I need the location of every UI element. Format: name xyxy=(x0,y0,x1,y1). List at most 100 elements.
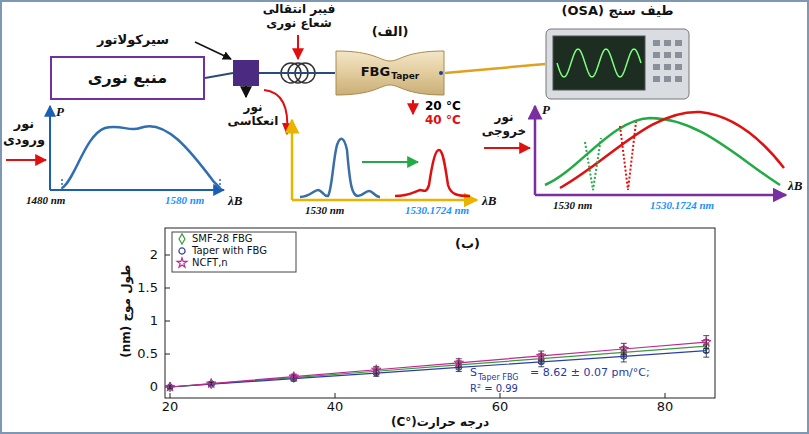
circulator: سیرکولاتور xyxy=(233,60,259,86)
temperature-label: 40 °C xyxy=(425,113,461,127)
data-line xyxy=(170,342,706,387)
data-marker xyxy=(372,365,382,374)
osa-button xyxy=(675,40,682,46)
osa-button xyxy=(664,52,671,58)
axis-name: P xyxy=(542,102,550,118)
node-label: FBG xyxy=(361,64,390,80)
fiber-connector xyxy=(205,73,233,78)
legend-text: SMF-28 FBG xyxy=(192,233,252,245)
input-spectrum xyxy=(6,106,224,190)
coil-leader xyxy=(297,35,299,59)
wavelength-value: 1530 nm xyxy=(305,204,344,217)
legend-markers xyxy=(177,234,187,267)
tick-label: 2 xyxy=(128,247,158,263)
annotation: S xyxy=(470,366,477,379)
graphic-part xyxy=(300,139,380,197)
light-source-box: منبع نوری xyxy=(50,56,205,100)
data-marker xyxy=(702,337,712,346)
tick-label: 40 xyxy=(315,399,355,415)
legend-marker xyxy=(177,258,187,267)
temperature-label: 20 °C xyxy=(425,99,461,113)
annotation: R² = 0.99 xyxy=(470,383,518,395)
graphic-part xyxy=(50,189,224,191)
data-marker xyxy=(454,358,464,367)
annotation: = 8.62 ± 0.07 pm/°C; xyxy=(530,366,650,379)
graphic-part xyxy=(61,178,63,189)
osa-button xyxy=(653,64,660,70)
osa-button xyxy=(675,64,682,70)
taper-body xyxy=(336,51,444,95)
graphic-part xyxy=(165,255,665,398)
legend-marker xyxy=(179,248,185,254)
osa-button xyxy=(664,76,671,82)
data-marker xyxy=(619,344,629,353)
osa-screen xyxy=(553,36,645,90)
node-label: منبع نوری xyxy=(88,68,167,87)
axis-name: P xyxy=(56,104,64,120)
data-line xyxy=(170,351,706,387)
legend-marker xyxy=(179,234,185,244)
tick-label: 0.5 xyxy=(128,346,158,362)
node-label: (الف) xyxy=(360,24,420,40)
coil-label: فیبر انتقالی شعاع نوری xyxy=(255,2,343,31)
axis-title: طول موج (nm) xyxy=(119,261,133,361)
annotation-subscript: Taper FBG xyxy=(478,373,518,383)
graphic-part xyxy=(585,138,601,190)
light-label: نور ورودی xyxy=(2,116,46,147)
graphic-part xyxy=(534,106,537,195)
tick-label: 1 xyxy=(128,313,158,329)
chart-series xyxy=(165,336,711,392)
axis-name: λB xyxy=(482,193,496,209)
graphic-part xyxy=(395,150,470,196)
wavelength-value: 1530.1724 nm xyxy=(650,199,714,212)
fiber-connector xyxy=(445,64,545,73)
fiber-end xyxy=(439,71,443,75)
axis-title: درجه حرارت(°C) xyxy=(370,415,510,429)
graphic-part xyxy=(560,112,784,188)
graphic-part xyxy=(170,393,171,398)
graphic-part xyxy=(165,288,170,289)
fbg-taper: (الف)FBGTaper xyxy=(335,48,445,98)
osa-button xyxy=(653,40,660,46)
data-marker xyxy=(165,382,175,391)
graphic-part xyxy=(535,194,786,197)
reflect-arrow xyxy=(245,86,247,97)
graphic-part xyxy=(6,159,46,161)
data-marker xyxy=(289,372,299,381)
osa-body xyxy=(546,29,689,99)
fiber-connector xyxy=(259,72,335,74)
graphic-part xyxy=(620,122,636,190)
data-marker xyxy=(537,351,547,360)
graphic-part xyxy=(335,393,336,398)
tick-label: 60 xyxy=(480,399,520,415)
axis-name: λB xyxy=(788,178,802,194)
osa-button xyxy=(653,76,660,82)
tick-label: 80 xyxy=(645,399,685,415)
node-label: سیرکولاتور xyxy=(73,32,193,48)
chart-frame xyxy=(165,228,715,398)
legend-text: NCFT,n xyxy=(192,257,228,269)
osa-trace xyxy=(557,49,641,77)
osa-button xyxy=(675,52,682,58)
tick-label: 1.5 xyxy=(128,280,158,296)
wavelength-value: 1530.1724 nm xyxy=(405,204,469,217)
osa-button xyxy=(664,64,671,70)
light-label: نور خروجی xyxy=(480,110,528,139)
graphic-part xyxy=(292,199,477,202)
node-label: طیف سنج (OSA) xyxy=(540,3,695,19)
legend-text: Taper with FBG xyxy=(192,245,267,257)
reflected-spectrum xyxy=(292,120,477,200)
axis-name: λB xyxy=(228,193,242,209)
graphic-part xyxy=(165,228,715,398)
graphic-part xyxy=(62,126,220,188)
graphic-part xyxy=(165,255,170,256)
graphic-part xyxy=(165,321,170,322)
tick-label: 20 xyxy=(150,399,190,415)
osa-button xyxy=(653,52,660,58)
wavelength-value: 1580 nm xyxy=(165,194,204,207)
heat-arrow xyxy=(412,100,414,114)
wavelength-value: 1530 nm xyxy=(553,199,592,212)
legend-box xyxy=(172,232,296,272)
osa-device: طیف سنج (OSA) xyxy=(545,28,690,100)
